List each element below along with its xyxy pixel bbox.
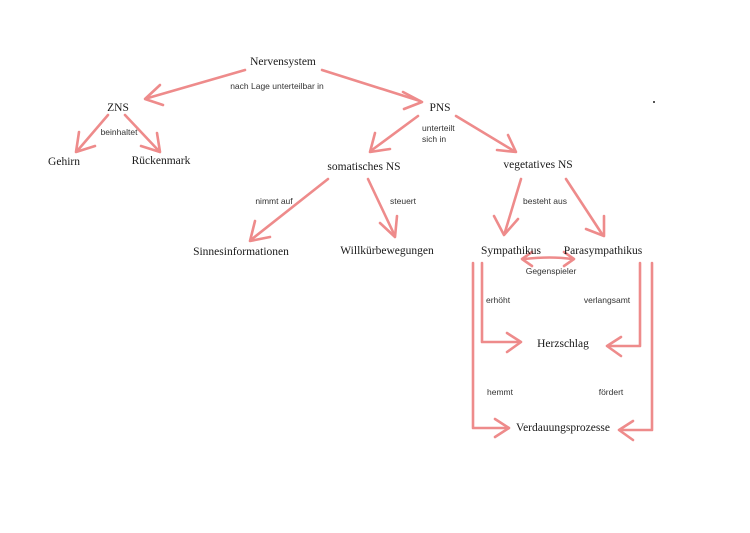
arrow-layer bbox=[74, 68, 654, 442]
label-verlangsamt: verlangsamt bbox=[584, 295, 631, 305]
label-gegenspieler: Gegenspieler bbox=[526, 266, 577, 276]
label-steuert: steuert bbox=[390, 196, 417, 206]
node-vegetatives-ns: vegetatives NS bbox=[503, 159, 572, 171]
label-foerdert: fördert bbox=[599, 387, 624, 397]
arrow-pns-to-somatisches-ns bbox=[368, 114, 420, 154]
arrow-somatisches-to-willkuerbewegungen bbox=[366, 177, 399, 239]
speck-dot bbox=[653, 101, 655, 103]
arrow-sympathikus-to-verdauungsprozesse bbox=[471, 261, 511, 439]
node-somatisches-ns: somatisches NS bbox=[327, 161, 400, 173]
arrow-parasympathikus-to-verdauungsprozesse bbox=[617, 261, 654, 442]
node-willkuerbewegungen: Willkürbewegungen bbox=[340, 245, 434, 257]
arrow-sympathikus-to-herzschlag bbox=[480, 261, 523, 354]
node-sympathikus: Sympathikus bbox=[481, 245, 542, 257]
arrow-gegenspieler bbox=[520, 250, 576, 268]
arrow-nervensystem-to-pns bbox=[320, 68, 424, 111]
node-verdauungsprozesse: Verdauungsprozesse bbox=[516, 422, 610, 434]
label-unterteilt-line1: unterteilt bbox=[422, 123, 455, 133]
arrow-vegetatives-to-parasympathikus bbox=[564, 177, 606, 238]
edge-label-layer: nach Lage unterteilbar in beinhaltet unt… bbox=[101, 81, 631, 397]
label-nimmt-auf: nimmt auf bbox=[255, 196, 293, 206]
label-unterteilt-line2: sich in bbox=[422, 134, 446, 144]
label-beinhaltet: beinhaltet bbox=[101, 127, 139, 137]
label-besteht-aus: besteht aus bbox=[523, 196, 567, 206]
arrow-parasympathikus-to-herzschlag bbox=[605, 261, 642, 358]
label-erhoeht: erhöht bbox=[486, 295, 511, 305]
arrow-vegetatives-to-sympathikus bbox=[492, 177, 523, 237]
arrow-nervensystem-to-zns bbox=[143, 68, 247, 107]
label-hemmt: hemmt bbox=[487, 387, 514, 397]
node-nervensystem: Nervensystem bbox=[250, 56, 316, 68]
node-pns: PNS bbox=[429, 102, 450, 114]
arrow-somatisches-to-sinnesinformationen bbox=[248, 177, 330, 243]
node-rueckenmark: Rückenmark bbox=[132, 155, 191, 167]
arrow-zns-to-rueckenmark bbox=[123, 113, 162, 154]
node-gehirn: Gehirn bbox=[48, 156, 80, 168]
node-layer: Nervensystem ZNS PNS Gehirn Rückenmark s… bbox=[48, 56, 643, 434]
node-zns: ZNS bbox=[107, 102, 129, 114]
arrow-zns-to-gehirn bbox=[74, 113, 110, 154]
label-nach-lage: nach Lage unterteilbar in bbox=[230, 81, 324, 91]
node-herzschlag: Herzschlag bbox=[537, 338, 589, 350]
node-sinnesinformationen: Sinnesinformationen bbox=[193, 246, 289, 258]
node-parasympathikus: Parasympathikus bbox=[564, 245, 643, 257]
arrow-pns-to-vegetatives-ns bbox=[454, 114, 518, 154]
